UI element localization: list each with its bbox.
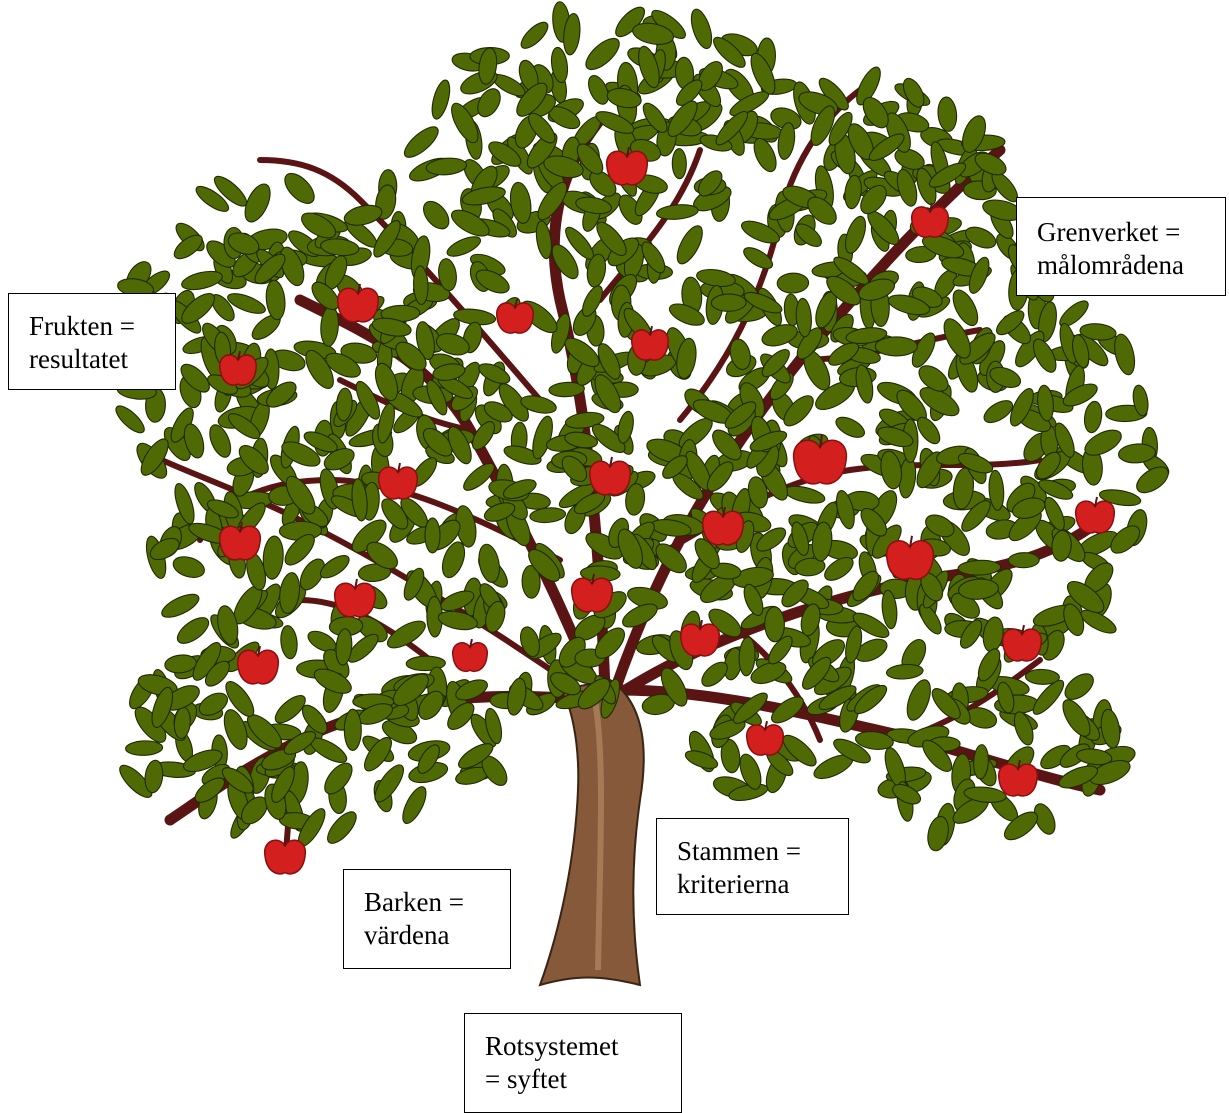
apple xyxy=(703,507,744,545)
leaf xyxy=(1083,400,1104,433)
leaf xyxy=(886,663,924,680)
apple xyxy=(497,299,534,333)
apple xyxy=(379,463,418,499)
apple xyxy=(590,457,631,495)
leaf xyxy=(180,268,224,293)
leaf xyxy=(783,483,826,506)
apple xyxy=(338,284,379,322)
leaf xyxy=(687,7,715,51)
leaf xyxy=(344,709,361,750)
apple xyxy=(681,620,720,656)
label-fruit-line2: resultatet xyxy=(29,343,175,376)
leaf xyxy=(262,535,285,579)
label-roots-line2: = syftet xyxy=(485,1063,681,1096)
leaf xyxy=(419,197,454,234)
trunk-shape xyxy=(540,680,644,985)
label-bark-line1: Barken = xyxy=(364,886,510,919)
label-roots-line1: Rotsystemet xyxy=(485,1030,681,1063)
leaf xyxy=(1060,669,1098,705)
label-bark: Barken = värdena xyxy=(343,869,511,969)
leaf xyxy=(279,625,298,660)
leaf xyxy=(277,571,302,614)
leaf xyxy=(656,203,699,221)
label-trunk-line1: Stammen = xyxy=(677,835,848,868)
leaf xyxy=(429,78,454,121)
label-roots: Rotsystemet = syftet xyxy=(464,1013,682,1113)
apple xyxy=(572,574,613,612)
leaf xyxy=(672,222,707,267)
apple xyxy=(999,760,1038,796)
leaf xyxy=(264,279,286,320)
apple xyxy=(747,721,784,755)
leaf xyxy=(937,96,958,132)
leaf xyxy=(280,168,320,208)
leaf xyxy=(529,414,557,461)
leaf xyxy=(1058,695,1096,740)
label-branches: Grenverket = målområdena xyxy=(1016,197,1226,296)
leaf xyxy=(517,18,552,52)
label-branches-line2: målområdena xyxy=(1037,249,1225,282)
leaf xyxy=(171,553,207,581)
leaf xyxy=(738,637,756,677)
apple xyxy=(887,536,934,580)
leaf xyxy=(958,560,1001,576)
leaf xyxy=(112,402,148,437)
apple xyxy=(632,326,669,360)
apple xyxy=(220,522,261,560)
apple xyxy=(220,351,257,385)
apple xyxy=(335,579,376,617)
apple xyxy=(1003,625,1042,661)
tree-trunk xyxy=(540,680,644,985)
leaf xyxy=(159,590,203,622)
apple xyxy=(794,435,847,484)
apple xyxy=(607,147,648,185)
label-trunk: Stammen = kriterierna xyxy=(656,818,849,915)
apple xyxy=(265,836,306,874)
leaf xyxy=(1008,552,1039,568)
leaf xyxy=(323,807,361,847)
leaf xyxy=(843,174,863,209)
tree-leaves xyxy=(112,1,1173,853)
label-fruit-line1: Frukten = xyxy=(29,310,175,343)
leaf xyxy=(581,33,624,75)
apple xyxy=(1076,497,1115,533)
leaf xyxy=(125,740,162,756)
leaf xyxy=(777,273,809,294)
label-fruit: Frukten = resultatet xyxy=(8,293,176,390)
leaf xyxy=(425,518,440,553)
leaf xyxy=(143,759,164,793)
leaf xyxy=(400,122,443,162)
leaf xyxy=(875,337,917,356)
leaf xyxy=(764,607,784,642)
leaf xyxy=(776,122,797,161)
apple xyxy=(912,203,949,237)
leaf xyxy=(173,707,191,740)
label-bark-line2: värdena xyxy=(364,919,510,952)
leaf xyxy=(903,677,936,723)
leaf xyxy=(615,410,635,445)
apple xyxy=(238,646,279,684)
leaf xyxy=(711,294,746,312)
leaf xyxy=(833,413,868,441)
leaf xyxy=(672,149,687,179)
label-branches-line1: Grenverket = xyxy=(1037,216,1225,249)
leaf xyxy=(398,784,430,827)
apple xyxy=(453,639,488,671)
leaf xyxy=(173,613,213,648)
label-trunk-line2: kriterierna xyxy=(677,868,848,901)
